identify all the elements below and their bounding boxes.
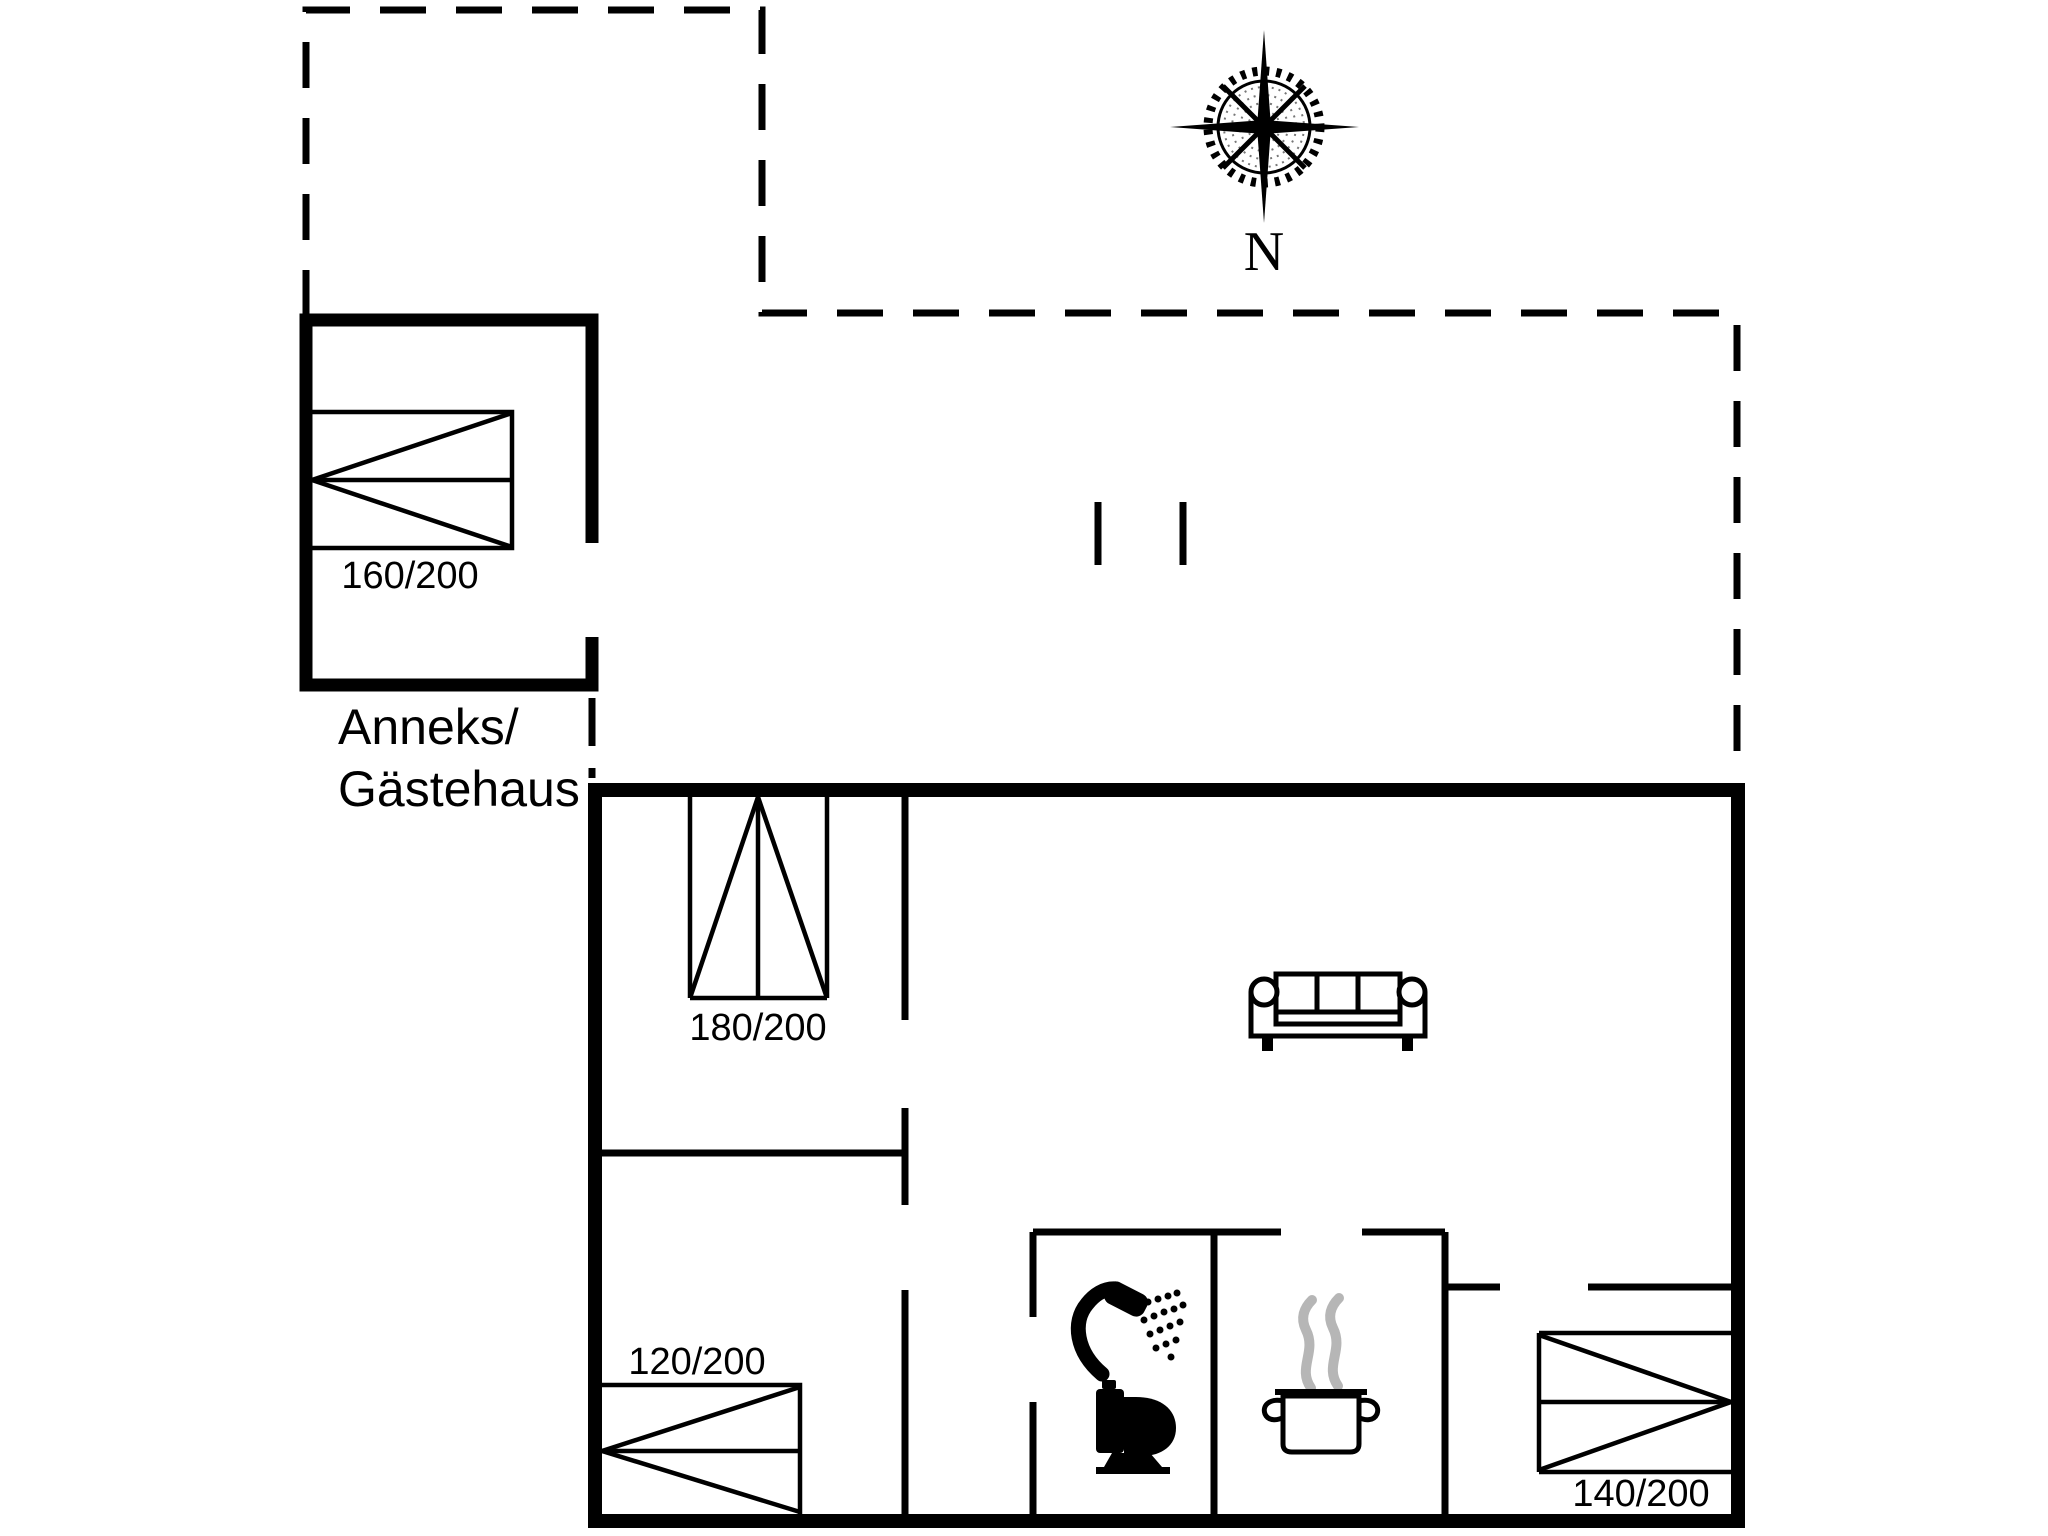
shower-icon: [1070, 1281, 1187, 1382]
steam-icon: [1298, 1293, 1344, 1393]
north-label: N: [1244, 221, 1284, 283]
plot-boundary-dashed: [302, 6, 1741, 778]
annex-name-line1: Anneks/: [338, 699, 519, 755]
annex-bed-size-label: 160/200: [341, 555, 478, 597]
annex-bed: [311, 409, 515, 551]
bed-120-200: [601, 1382, 803, 1515]
terrace-opening-ticks: [1094, 502, 1187, 565]
interior-walls: [595, 790, 1731, 1514]
sofa-icon: [1248, 971, 1428, 1051]
annex-building: 160/200 Anneks/ Gästehaus: [299, 313, 599, 817]
cooking-pot-icon: [1261, 1293, 1381, 1455]
compass-rose-icon: N: [1170, 30, 1359, 283]
bed-180-200: [687, 796, 830, 1001]
bed-120-200-label: 120/200: [628, 1341, 765, 1383]
toilet-icon: [1096, 1380, 1176, 1474]
shower-spray-dots: [1134, 1289, 1187, 1361]
bed-180-200-label: 180/200: [689, 1007, 826, 1049]
bed-140-200: [1536, 1330, 1732, 1475]
bed-140-200-label: 140/200: [1572, 1473, 1709, 1515]
annex-name-line2: Gästehaus: [338, 761, 580, 817]
